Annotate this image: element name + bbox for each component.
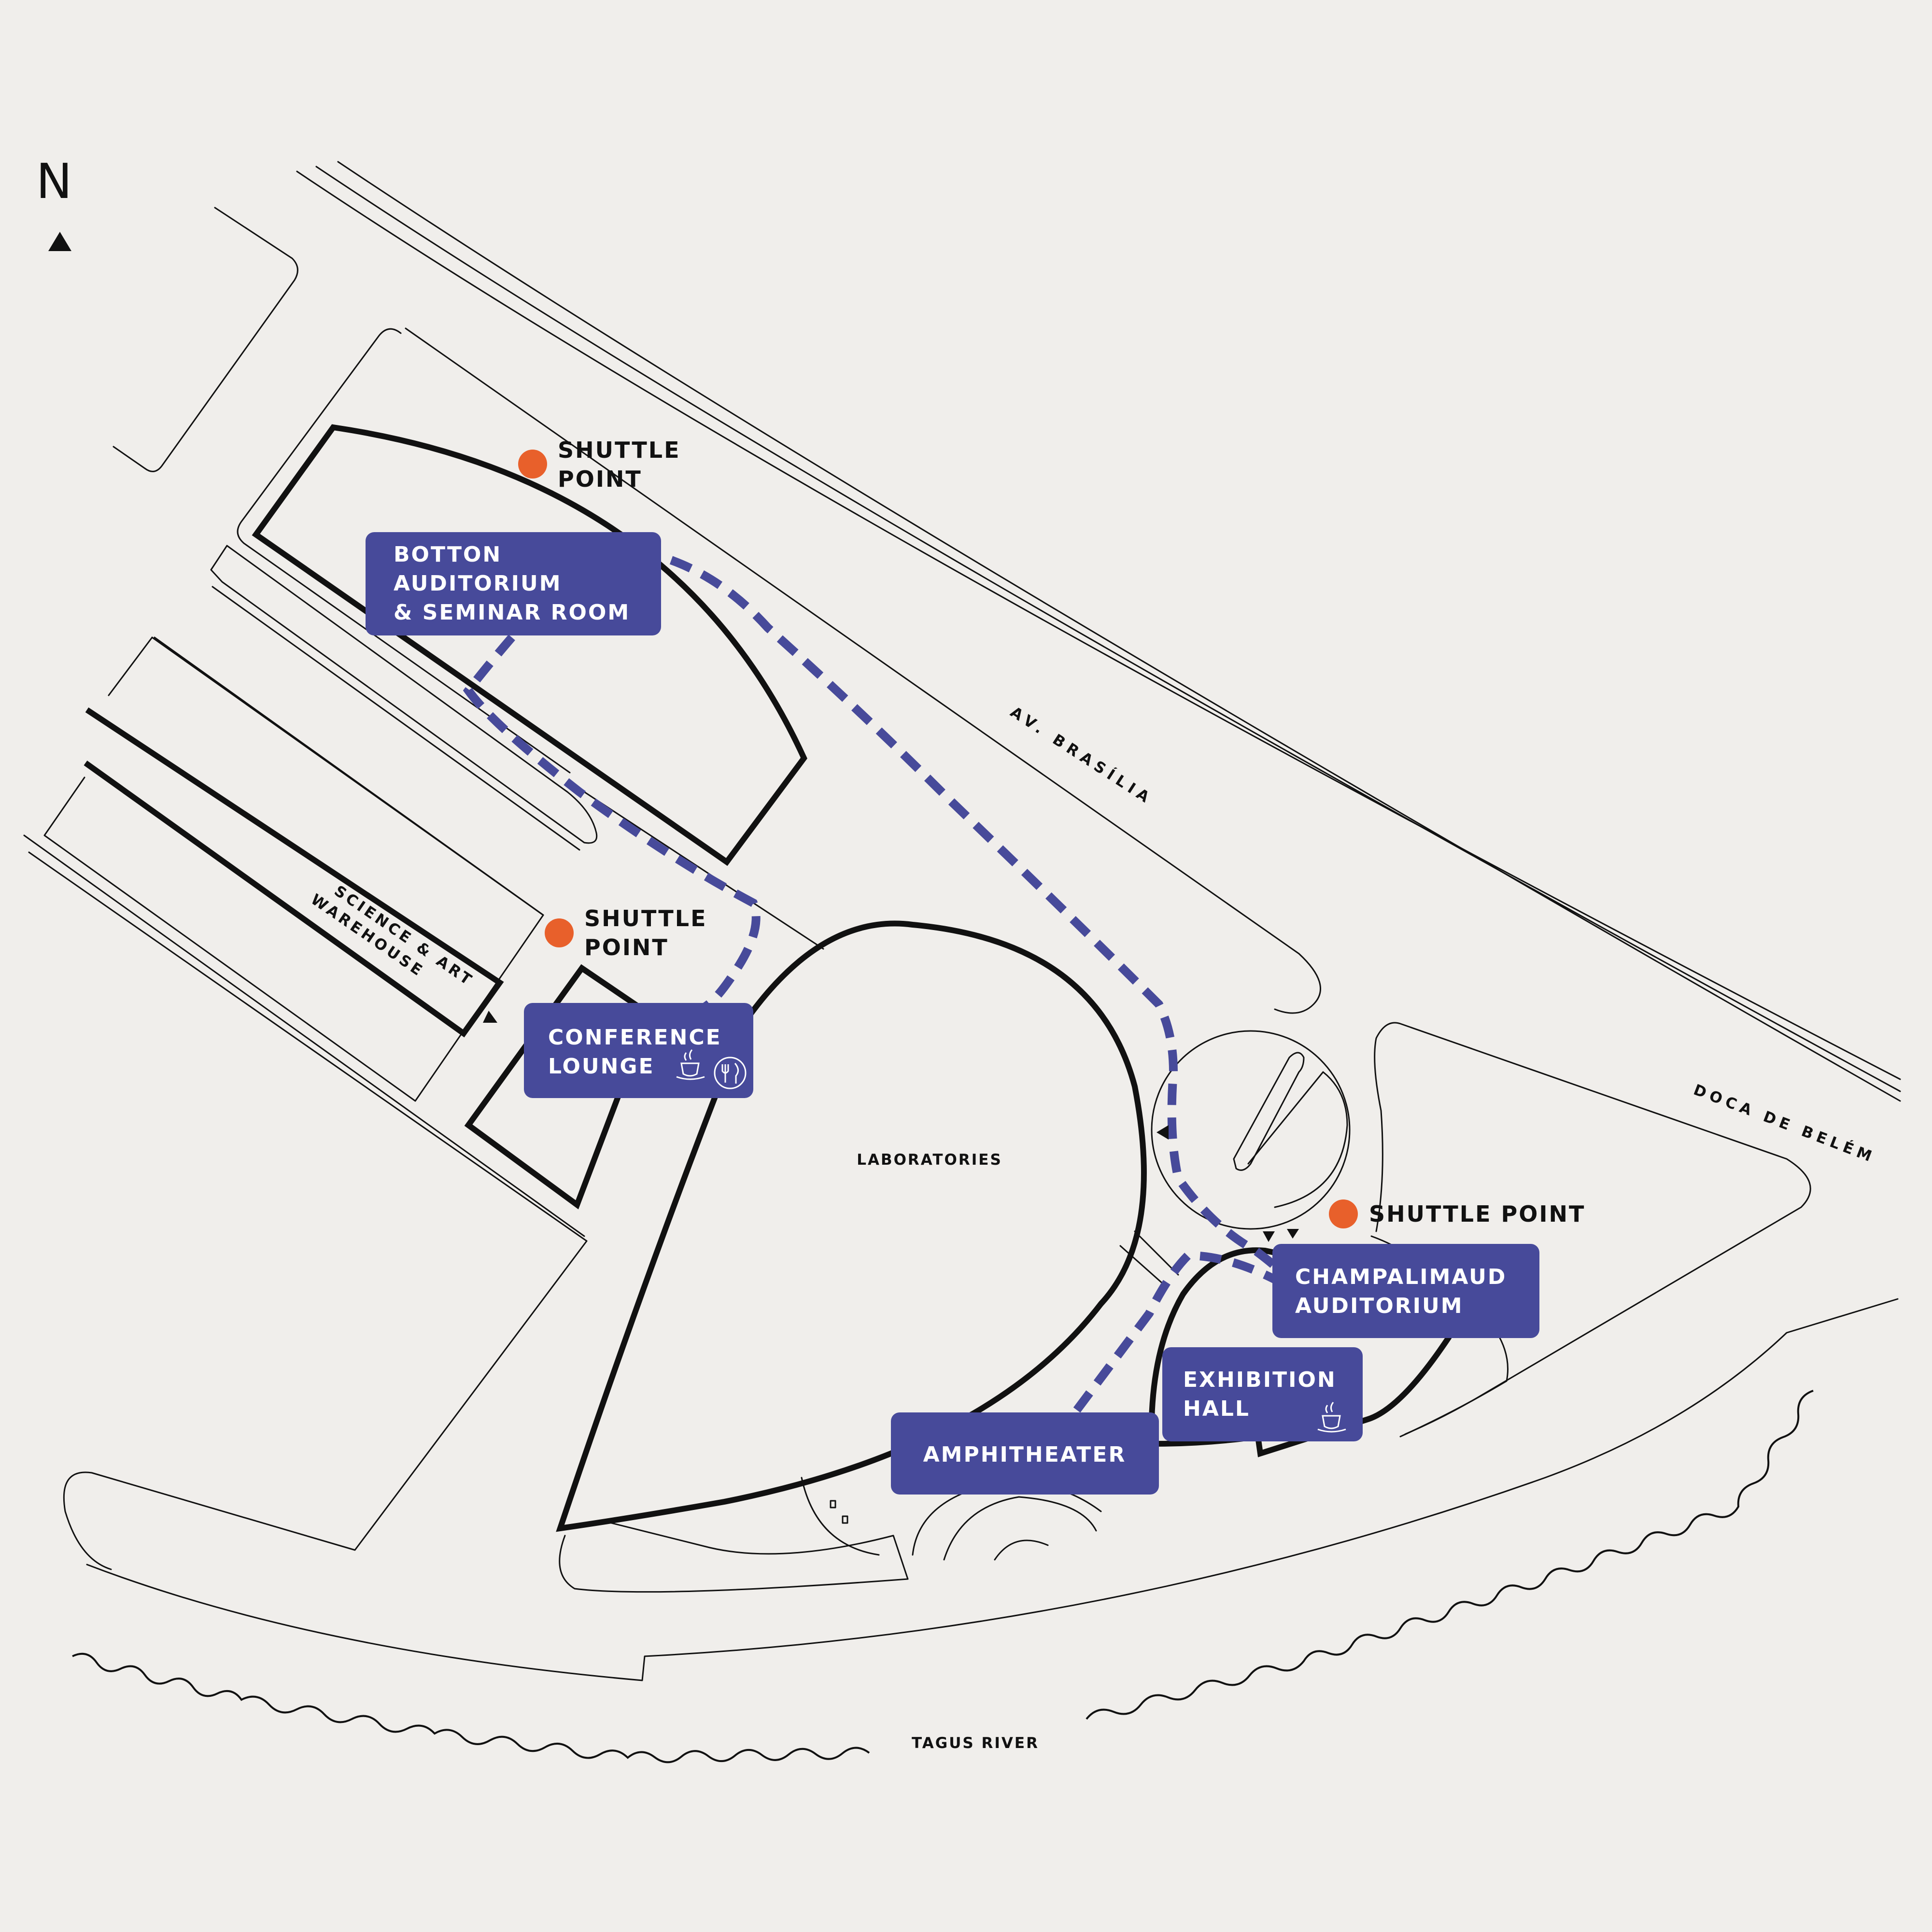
shuttle-point-label-line2: POINT (558, 466, 642, 492)
entrance-arrow-icon (483, 1011, 497, 1023)
venue-line2: HALL (1183, 1396, 1250, 1421)
shuttle-point-marker (518, 450, 547, 479)
science-art-warehouse-building (84, 707, 504, 1038)
warehouse-outer (43, 636, 544, 1102)
amph-path-2 (801, 1477, 880, 1556)
inner-road-edge (405, 327, 1321, 1014)
venue-botton-auditorium[interactable]: BOTTON AUDITORIUM & SEMINAR ROOM (366, 532, 661, 635)
venue-badge (1162, 1347, 1363, 1441)
shuttle-point-label-line1: SHUTTLE (558, 437, 681, 463)
entrance-arrow-icon (1263, 1231, 1275, 1242)
compass-north-label: N (36, 153, 72, 210)
botton-building (252, 424, 807, 866)
tagus-river-label: TAGUS RIVER (912, 1735, 1039, 1752)
av-brasilia-line-3 (337, 161, 1901, 1102)
venue-amphitheater[interactable]: AMPHITHEATER (891, 1412, 1159, 1495)
venue-line1: BOTTON (394, 542, 502, 567)
tagus-river-wave-east (1086, 1390, 1814, 1720)
roundabout-island-1 (1233, 1052, 1305, 1171)
shuttle-point-label-line1: SHUTTLE POINT (1369, 1201, 1585, 1227)
laboratories-label: LABORATORIES (857, 1151, 1002, 1169)
warehouse-outer-2 (108, 636, 153, 696)
entrance-arrow-icon (1287, 1229, 1299, 1239)
promenade-1 (86, 1298, 1899, 1681)
marker-2 (842, 1515, 848, 1524)
tagus-river-wave-west (72, 1652, 870, 1763)
botton-parcel-edge (583, 791, 824, 950)
av-brasilia-label: AV. BRASÍLIA (1007, 704, 1156, 809)
entrance-markers (483, 1011, 1299, 1242)
shuttle-point-marker (1329, 1199, 1358, 1228)
lab-exit-1 (1134, 1230, 1179, 1276)
av-brasilia-line-1 (296, 170, 1901, 1080)
venue-champalimaud-auditorium[interactable]: CHAMPALIMAUD AUDITORIUM (1272, 1244, 1539, 1338)
coffee-icon (676, 1049, 705, 1080)
av-brasilia-line-2 (315, 166, 1901, 1092)
route-botton-to-champalimaud (669, 556, 1288, 1278)
west-road-1 (23, 834, 585, 1237)
warehouse-annex-building (464, 964, 653, 1210)
shuttle-point-east[interactable]: SHUTTLE POINT (1329, 1199, 1585, 1228)
venue-line3: & SEMINAR ROOM (394, 600, 630, 625)
venue-line1: AMPHITHEATER (923, 1442, 1127, 1467)
route-amph-to-champalimaud (1073, 1251, 1287, 1413)
northwest-lot (113, 207, 298, 472)
venue-line1: CONFERENCE (548, 1025, 722, 1050)
west-road-2 (28, 851, 588, 1570)
amph-stage (994, 1539, 1049, 1561)
venue-badge (891, 1412, 1159, 1495)
shuttle-point-west[interactable]: SHUTTLE POINT (545, 905, 707, 960)
amph-path-1 (559, 1520, 909, 1593)
north-arrow-icon (48, 232, 71, 251)
laboratories-building (556, 920, 1147, 1532)
venue-line1: CHAMPALIMAUD (1295, 1265, 1507, 1289)
venue-badge (366, 532, 661, 635)
venue-line2: AUDITORIUM (394, 571, 562, 596)
coffee-icon (1317, 1402, 1346, 1433)
venue-line1: EXHIBITION (1183, 1368, 1337, 1392)
east-parcel (1374, 1022, 1811, 1435)
venue-badge (1272, 1244, 1539, 1338)
route-botton-to-conference (463, 635, 761, 1014)
strip-a (212, 586, 580, 851)
road-lines (23, 161, 1901, 1681)
roundabout-outer (1151, 1030, 1351, 1230)
roundabout-island-2 (1247, 1071, 1348, 1208)
compass: N (36, 153, 72, 251)
walking-routes (463, 556, 1288, 1413)
entrance-arrow-icon (1156, 1125, 1169, 1140)
marker-1 (830, 1500, 836, 1509)
shuttle-point-north[interactable]: SHUTTLE POINT (518, 437, 681, 492)
shuttle-point-marker (545, 918, 574, 947)
venue-conference-lounge[interactable]: CONFERENCE LOUNGE (524, 1003, 753, 1098)
venue-line2: AUDITORIUM (1295, 1294, 1464, 1318)
venue-exhibition-hall[interactable]: EXHIBITION HALL (1162, 1347, 1363, 1441)
doca-de-belem-label: DOCA DE BELÉM (1691, 1081, 1878, 1167)
restaurant-icon (714, 1057, 747, 1089)
venue-line2: LOUNGE (548, 1054, 655, 1079)
shuttle-point-label-line2: POINT (584, 934, 669, 960)
botton-parcel (237, 328, 571, 774)
shuttle-point-label-line1: SHUTTLE (584, 905, 707, 931)
lab-exit-2 (1119, 1245, 1165, 1285)
amph-arc-inner (943, 1496, 1097, 1561)
strip-b (210, 545, 598, 844)
